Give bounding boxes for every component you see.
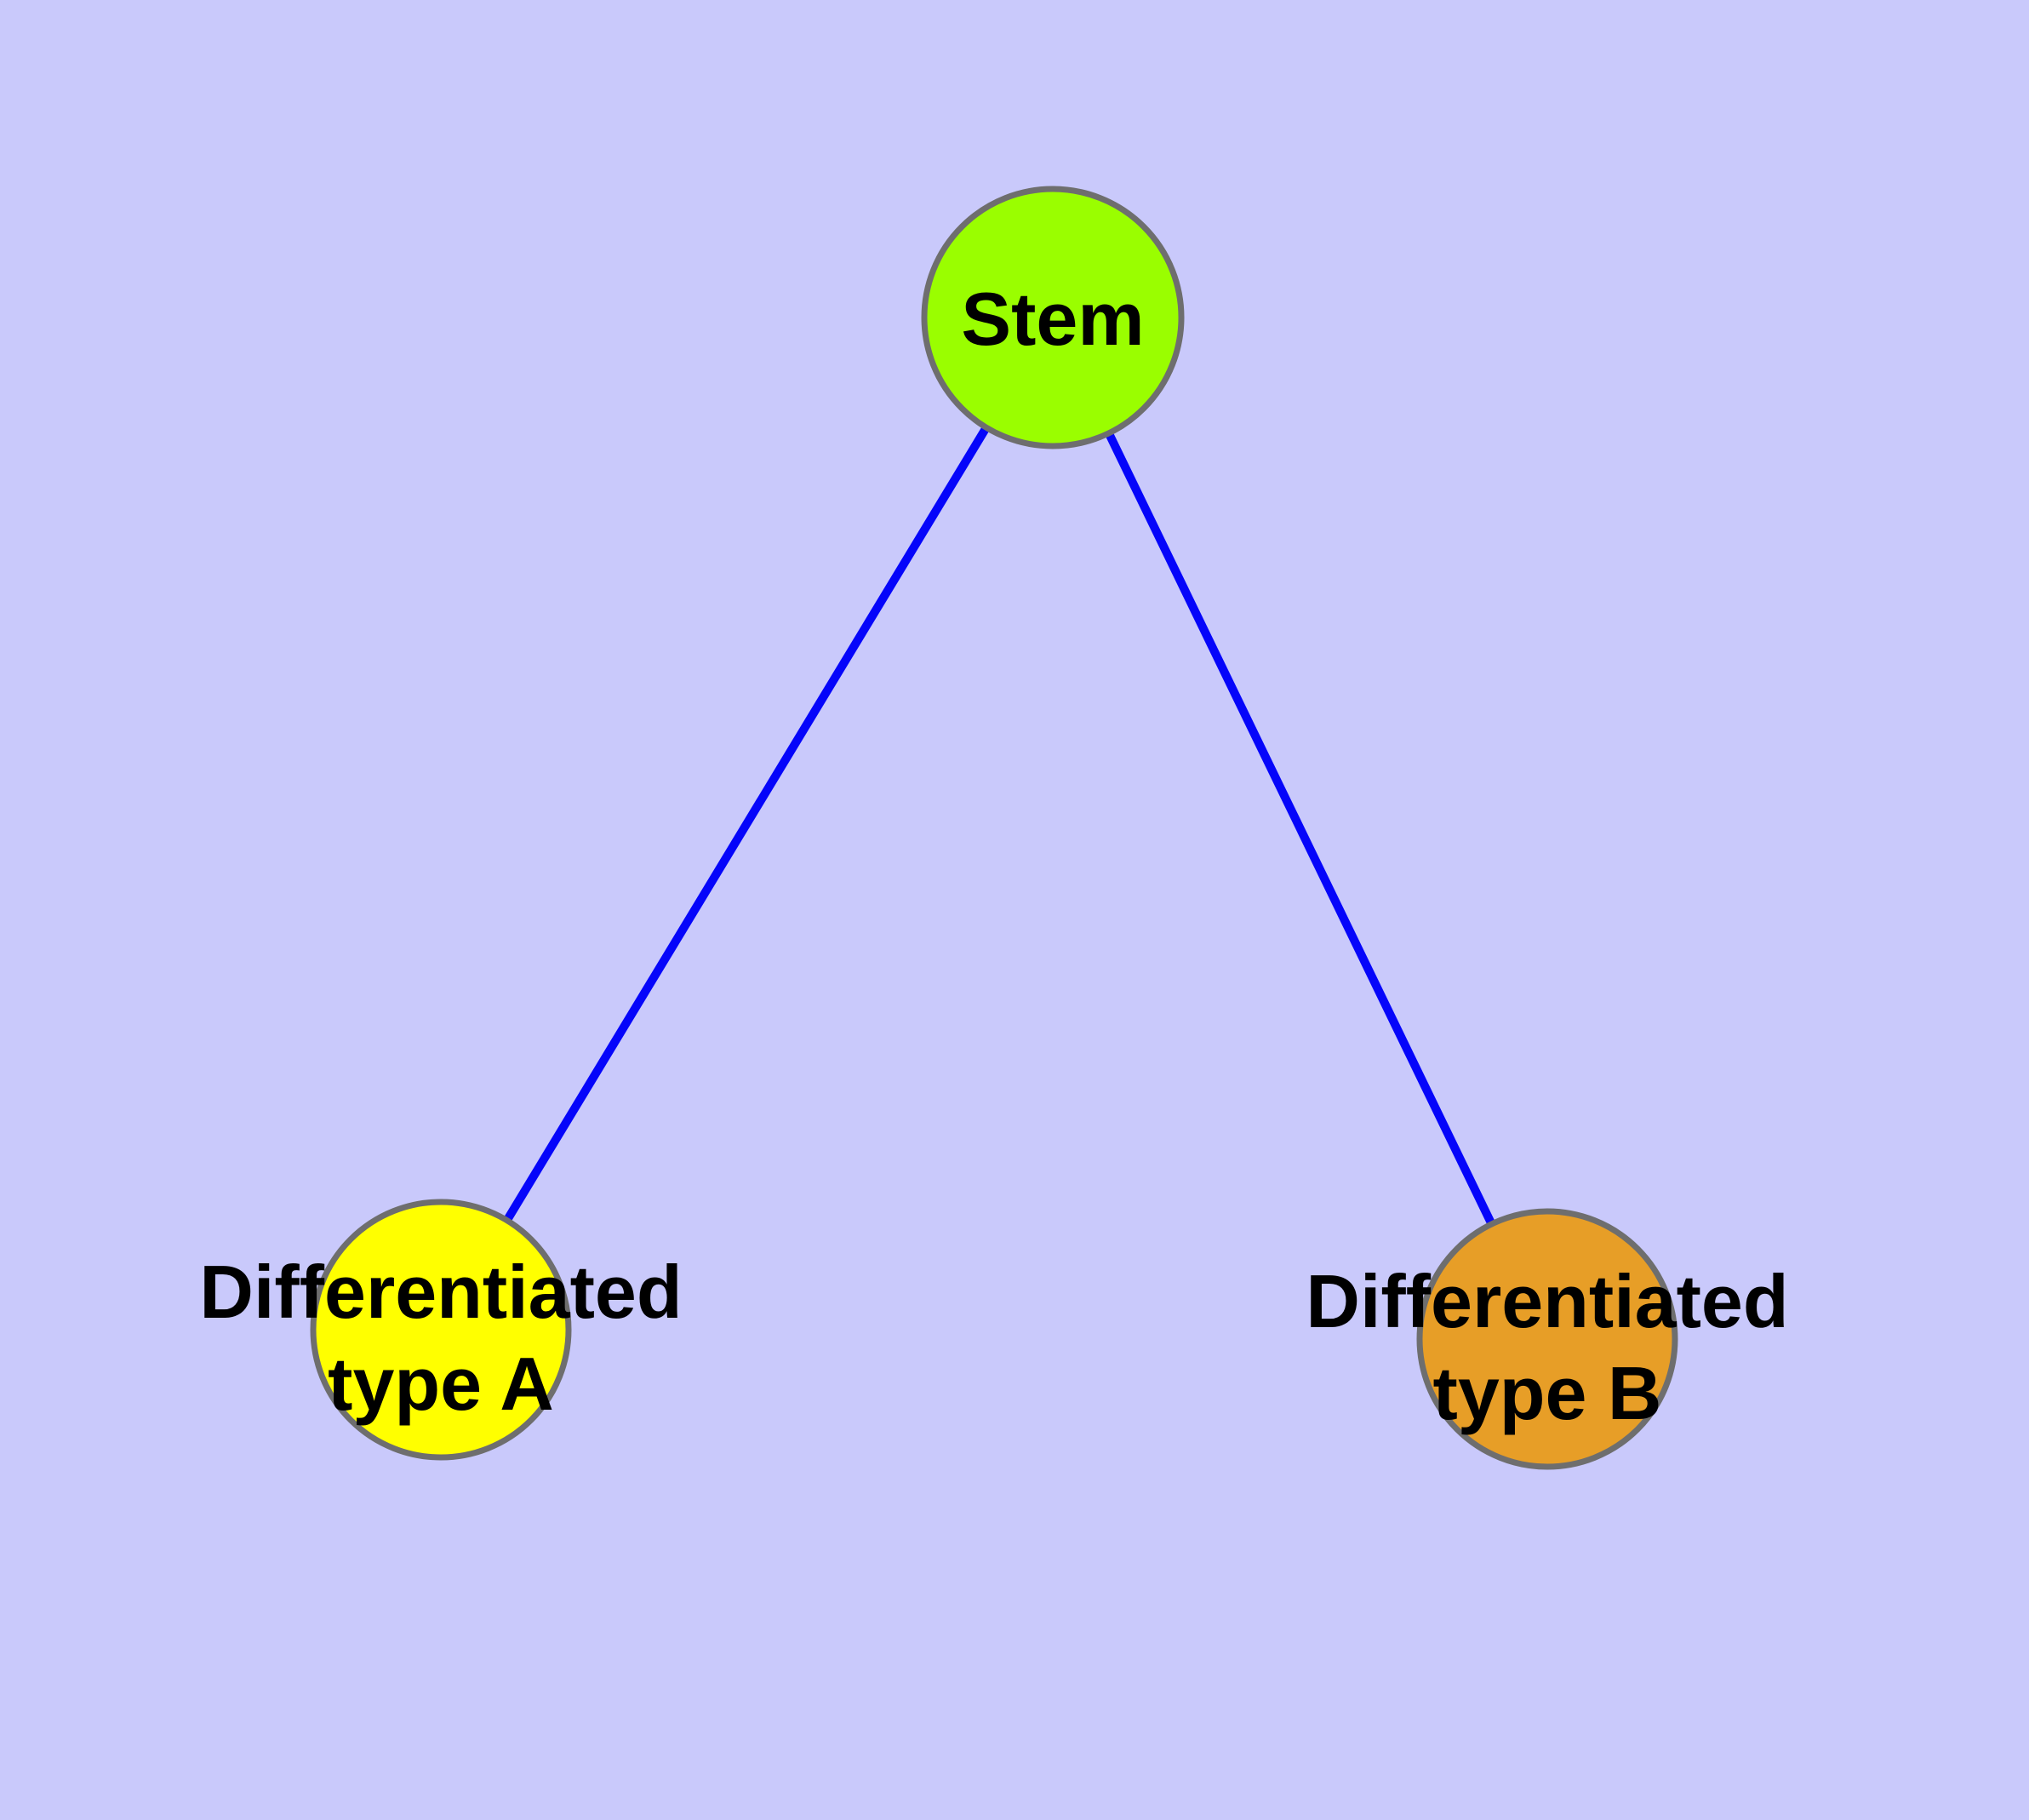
node-differentiated-type-a xyxy=(310,1199,572,1461)
node-stem xyxy=(921,186,1185,449)
edge-stem-to-type-a xyxy=(437,315,1057,1332)
node-differentiated-type-b xyxy=(1416,1208,1678,1470)
node-type-b-label-line2: type B xyxy=(1433,1351,1662,1435)
node-type-b-label-line1: Differentiated xyxy=(1306,1259,1788,1343)
node-type-a-label-line2: type A xyxy=(328,1342,554,1426)
node-type-a-label-line1: Differentiated xyxy=(199,1250,682,1334)
edge-stem-to-type-b xyxy=(1049,315,1552,1342)
node-stem-label: Stem xyxy=(961,277,1144,361)
